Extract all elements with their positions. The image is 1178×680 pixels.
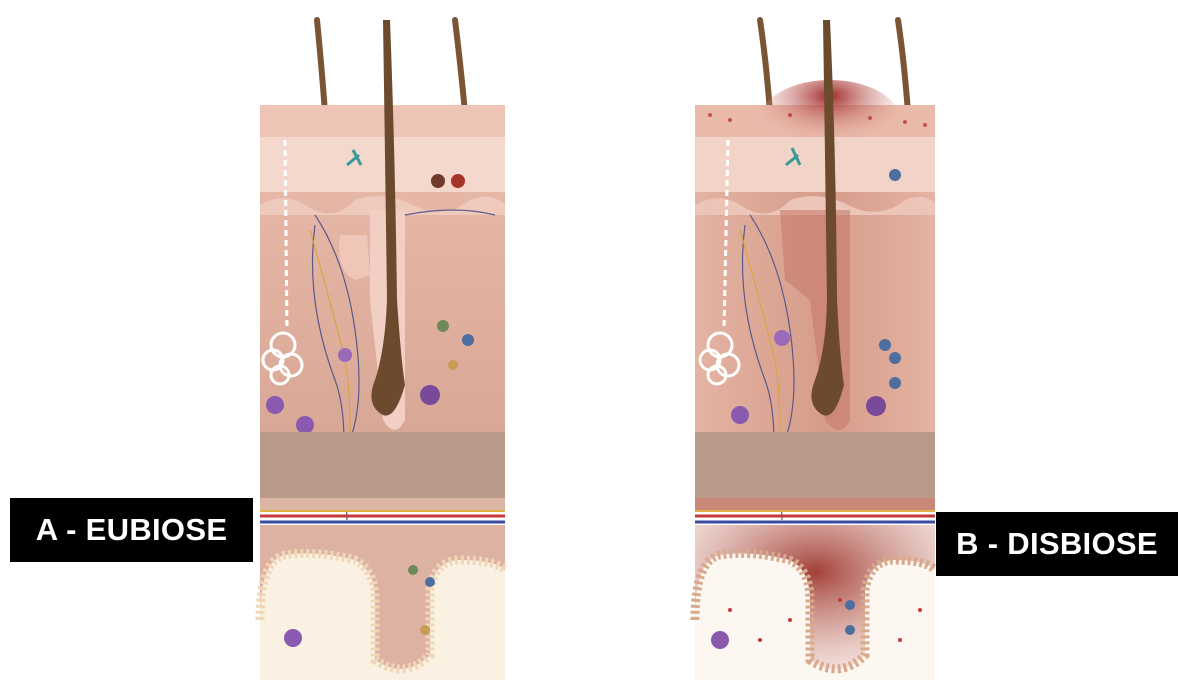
eubiose-label: A - EUBIOSE [10,498,253,562]
disbiose-label: B - DISBIOSE [936,512,1178,576]
hair-left [317,20,325,112]
hair-right [455,20,465,112]
stratum-corneum [260,105,505,137]
disbiose-illustration [690,0,940,680]
muscularis-band [260,432,505,498]
skin-gut-cross-section-inflamed [690,0,940,680]
skin-gut-cross-section-healthy [255,0,510,680]
eubiose-illustration [255,0,510,680]
epidermis-layer [260,137,505,192]
